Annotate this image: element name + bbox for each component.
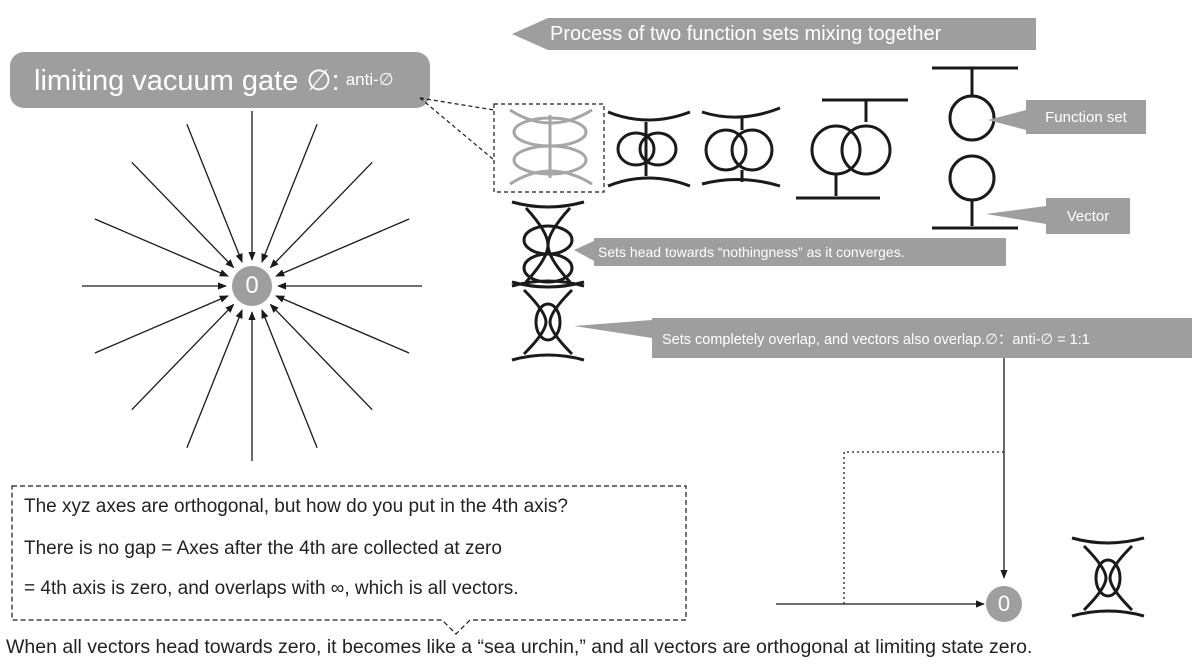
note-line-2: There is no gap = Axes after the 4th are… [24,538,502,559]
function-set-pointer [988,110,1026,130]
urchin-ray [94,295,229,354]
final-zero-circle [986,586,1022,622]
urchin-ray [261,309,318,448]
gate-title: limiting vacuum gate ∅: anti-∅ [34,52,394,108]
urchin-ray [269,161,373,269]
flow-lines [776,348,1008,608]
stage6-glyph [511,200,585,288]
urchin-ray [269,303,373,411]
stage2-glyph [607,110,691,188]
nothingness-label: Sets head towards “nothingness” as it co… [594,238,1006,266]
urchin-ray [186,309,243,448]
gate-title-pill [10,52,430,108]
urchin-ray [275,295,410,354]
final-glyph [1071,536,1145,618]
urchin-ray [131,161,235,269]
urchin-ray [261,124,318,263]
overlap-pointer [574,320,652,338]
pill-connector-lines [419,97,495,161]
nothingness-pointer [574,240,596,262]
vector-pointer [986,206,1046,224]
stage3-glyph [701,106,781,188]
gate-title-small: anti-∅ [345,70,394,89]
sea-urchin-rays [82,111,422,461]
banner-arrow-shape [512,18,1036,50]
overlap-label: Sets completely overlap, and vectors als… [652,318,1192,358]
stage5-glyph [932,66,1018,230]
dotted-bracket [843,451,1004,604]
stage4-glyph [796,98,908,200]
banner-text: Process of two function sets mixing toge… [550,22,942,45]
vector-label: Vector [1046,198,1130,234]
function-set-label: Function set [1026,100,1146,134]
bottom-caption: When all vectors head towards zero, it b… [6,636,1033,658]
urchin-ray [275,218,410,277]
urchin-zero-label: 0 [245,272,259,299]
urchin-zero-circle [232,266,272,306]
stage1-glyph-faded [509,108,593,186]
stage7-glyph [511,280,585,362]
urchin-ray [131,303,235,411]
faded-glyph-frame [493,103,605,193]
note-line-1: The xyz axes are orthogonal, but how do … [24,496,568,517]
urchin-ray [94,218,229,277]
urchin-ray [186,124,243,263]
note-box-frame [11,485,687,635]
final-zero-label: 0 [997,591,1011,616]
note-line-3: = 4th axis is zero, and overlaps with ∞,… [24,578,519,599]
gate-title-main: limiting vacuum gate ∅: [34,64,340,97]
banner-label: Process of two function sets mixing toge… [550,18,941,50]
